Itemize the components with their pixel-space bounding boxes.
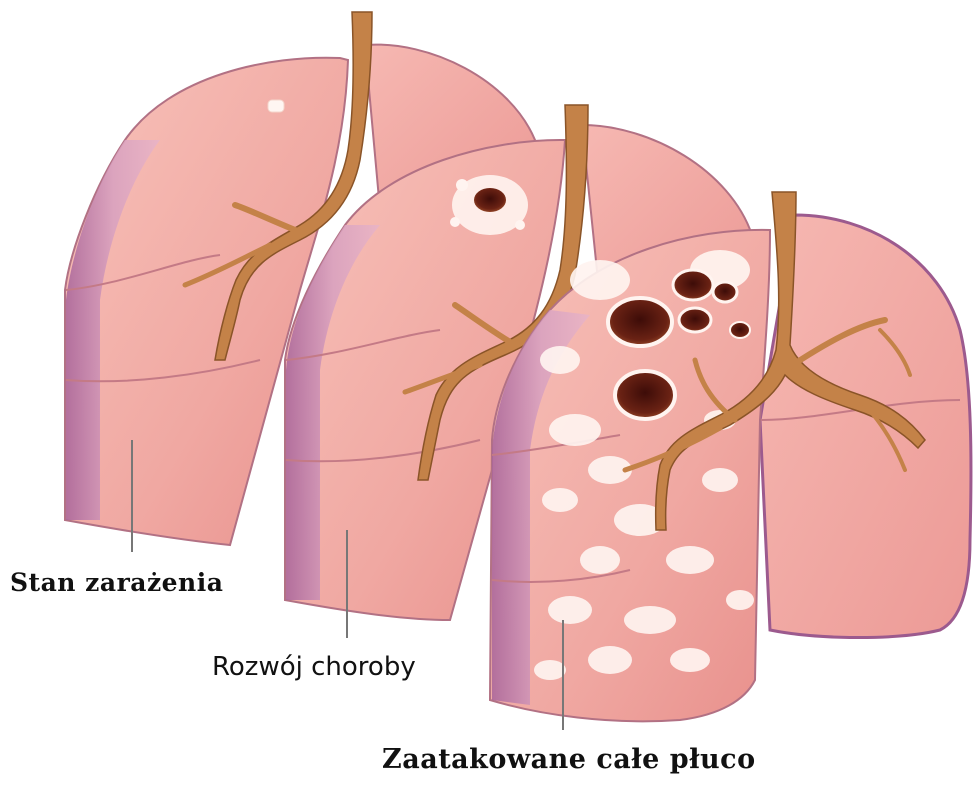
lung-1-lesion <box>268 100 284 112</box>
label-whole-lung-affected: Zaatakowane całe płuco <box>382 744 756 775</box>
label-disease-progression: Rozwój choroby <box>212 652 416 682</box>
label-infection-stage: Stan zarażenia <box>10 568 223 597</box>
